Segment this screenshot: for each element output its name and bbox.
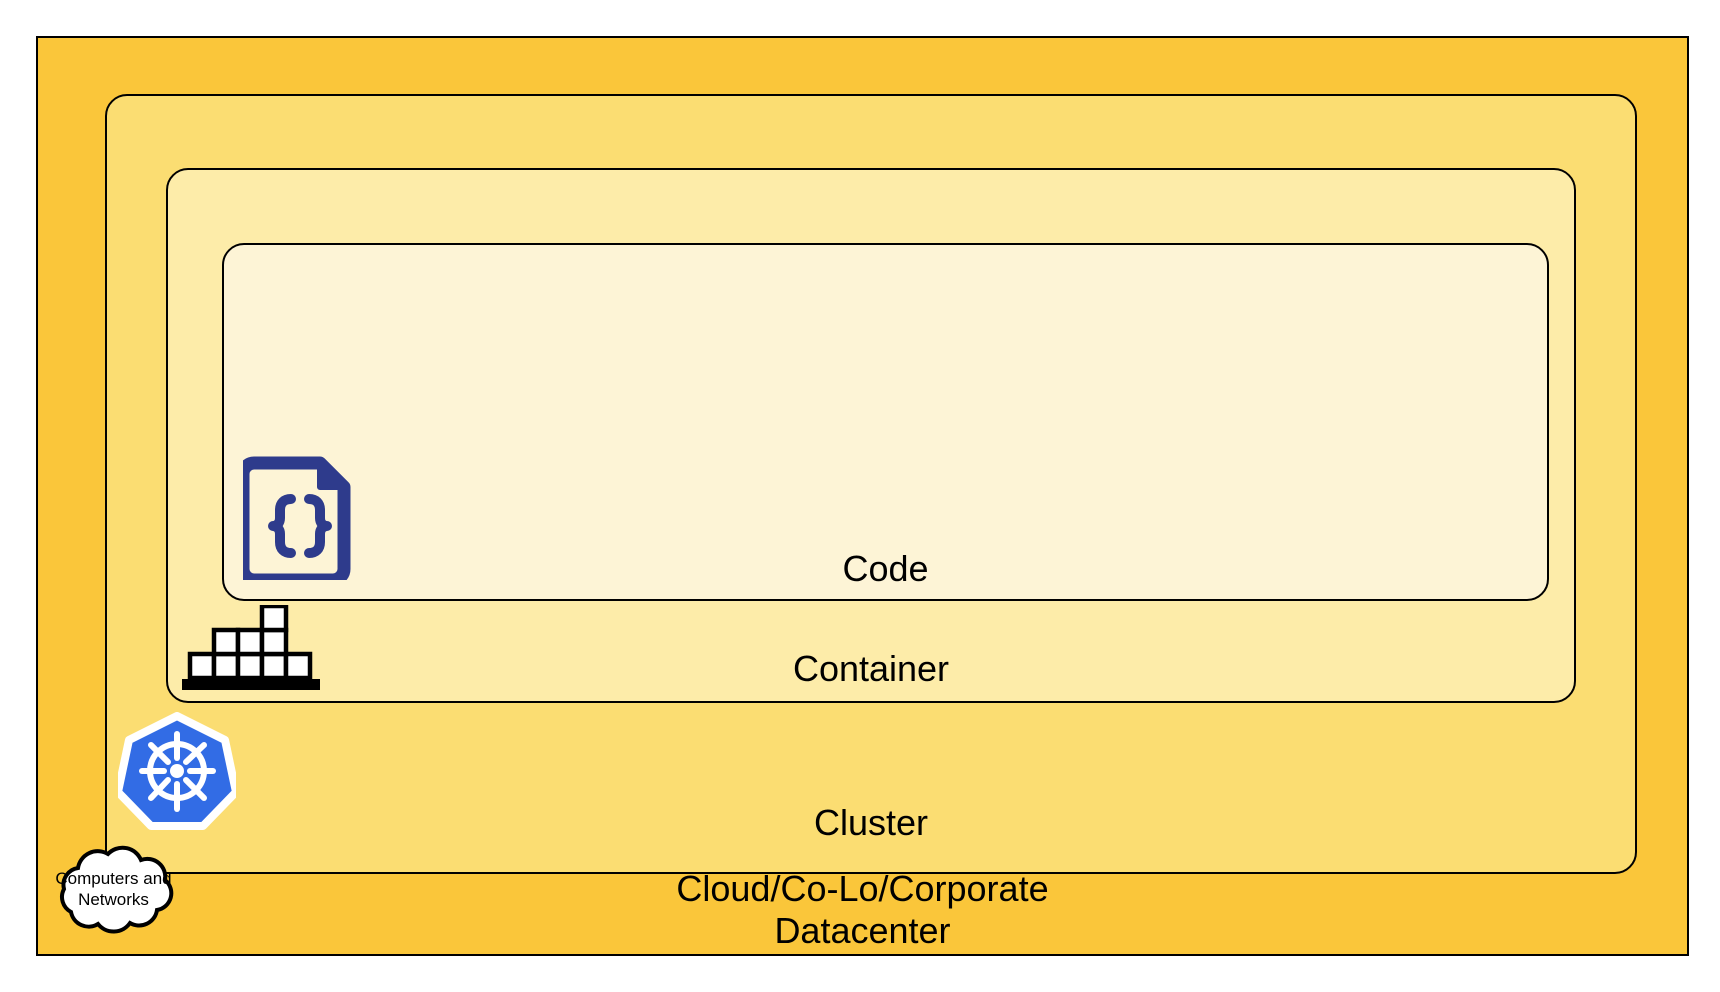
- container-stack-icon: [182, 603, 320, 690]
- cloud-icon: [36, 845, 191, 945]
- layer-code[interactable]: [222, 243, 1549, 601]
- layer-label-datacenter: Cloud/Co-Lo/Corporate Datacenter: [676, 868, 1049, 951]
- kubernetes-logo-icon: [114, 712, 240, 830]
- code-file-icon: [236, 452, 355, 587]
- cloud-label: Computers and Networks: [55, 869, 172, 909]
- layer-label-cluster: Cluster: [813, 802, 929, 843]
- layer-label-container: Container: [792, 648, 950, 689]
- layer-label-code: Code: [842, 548, 929, 589]
